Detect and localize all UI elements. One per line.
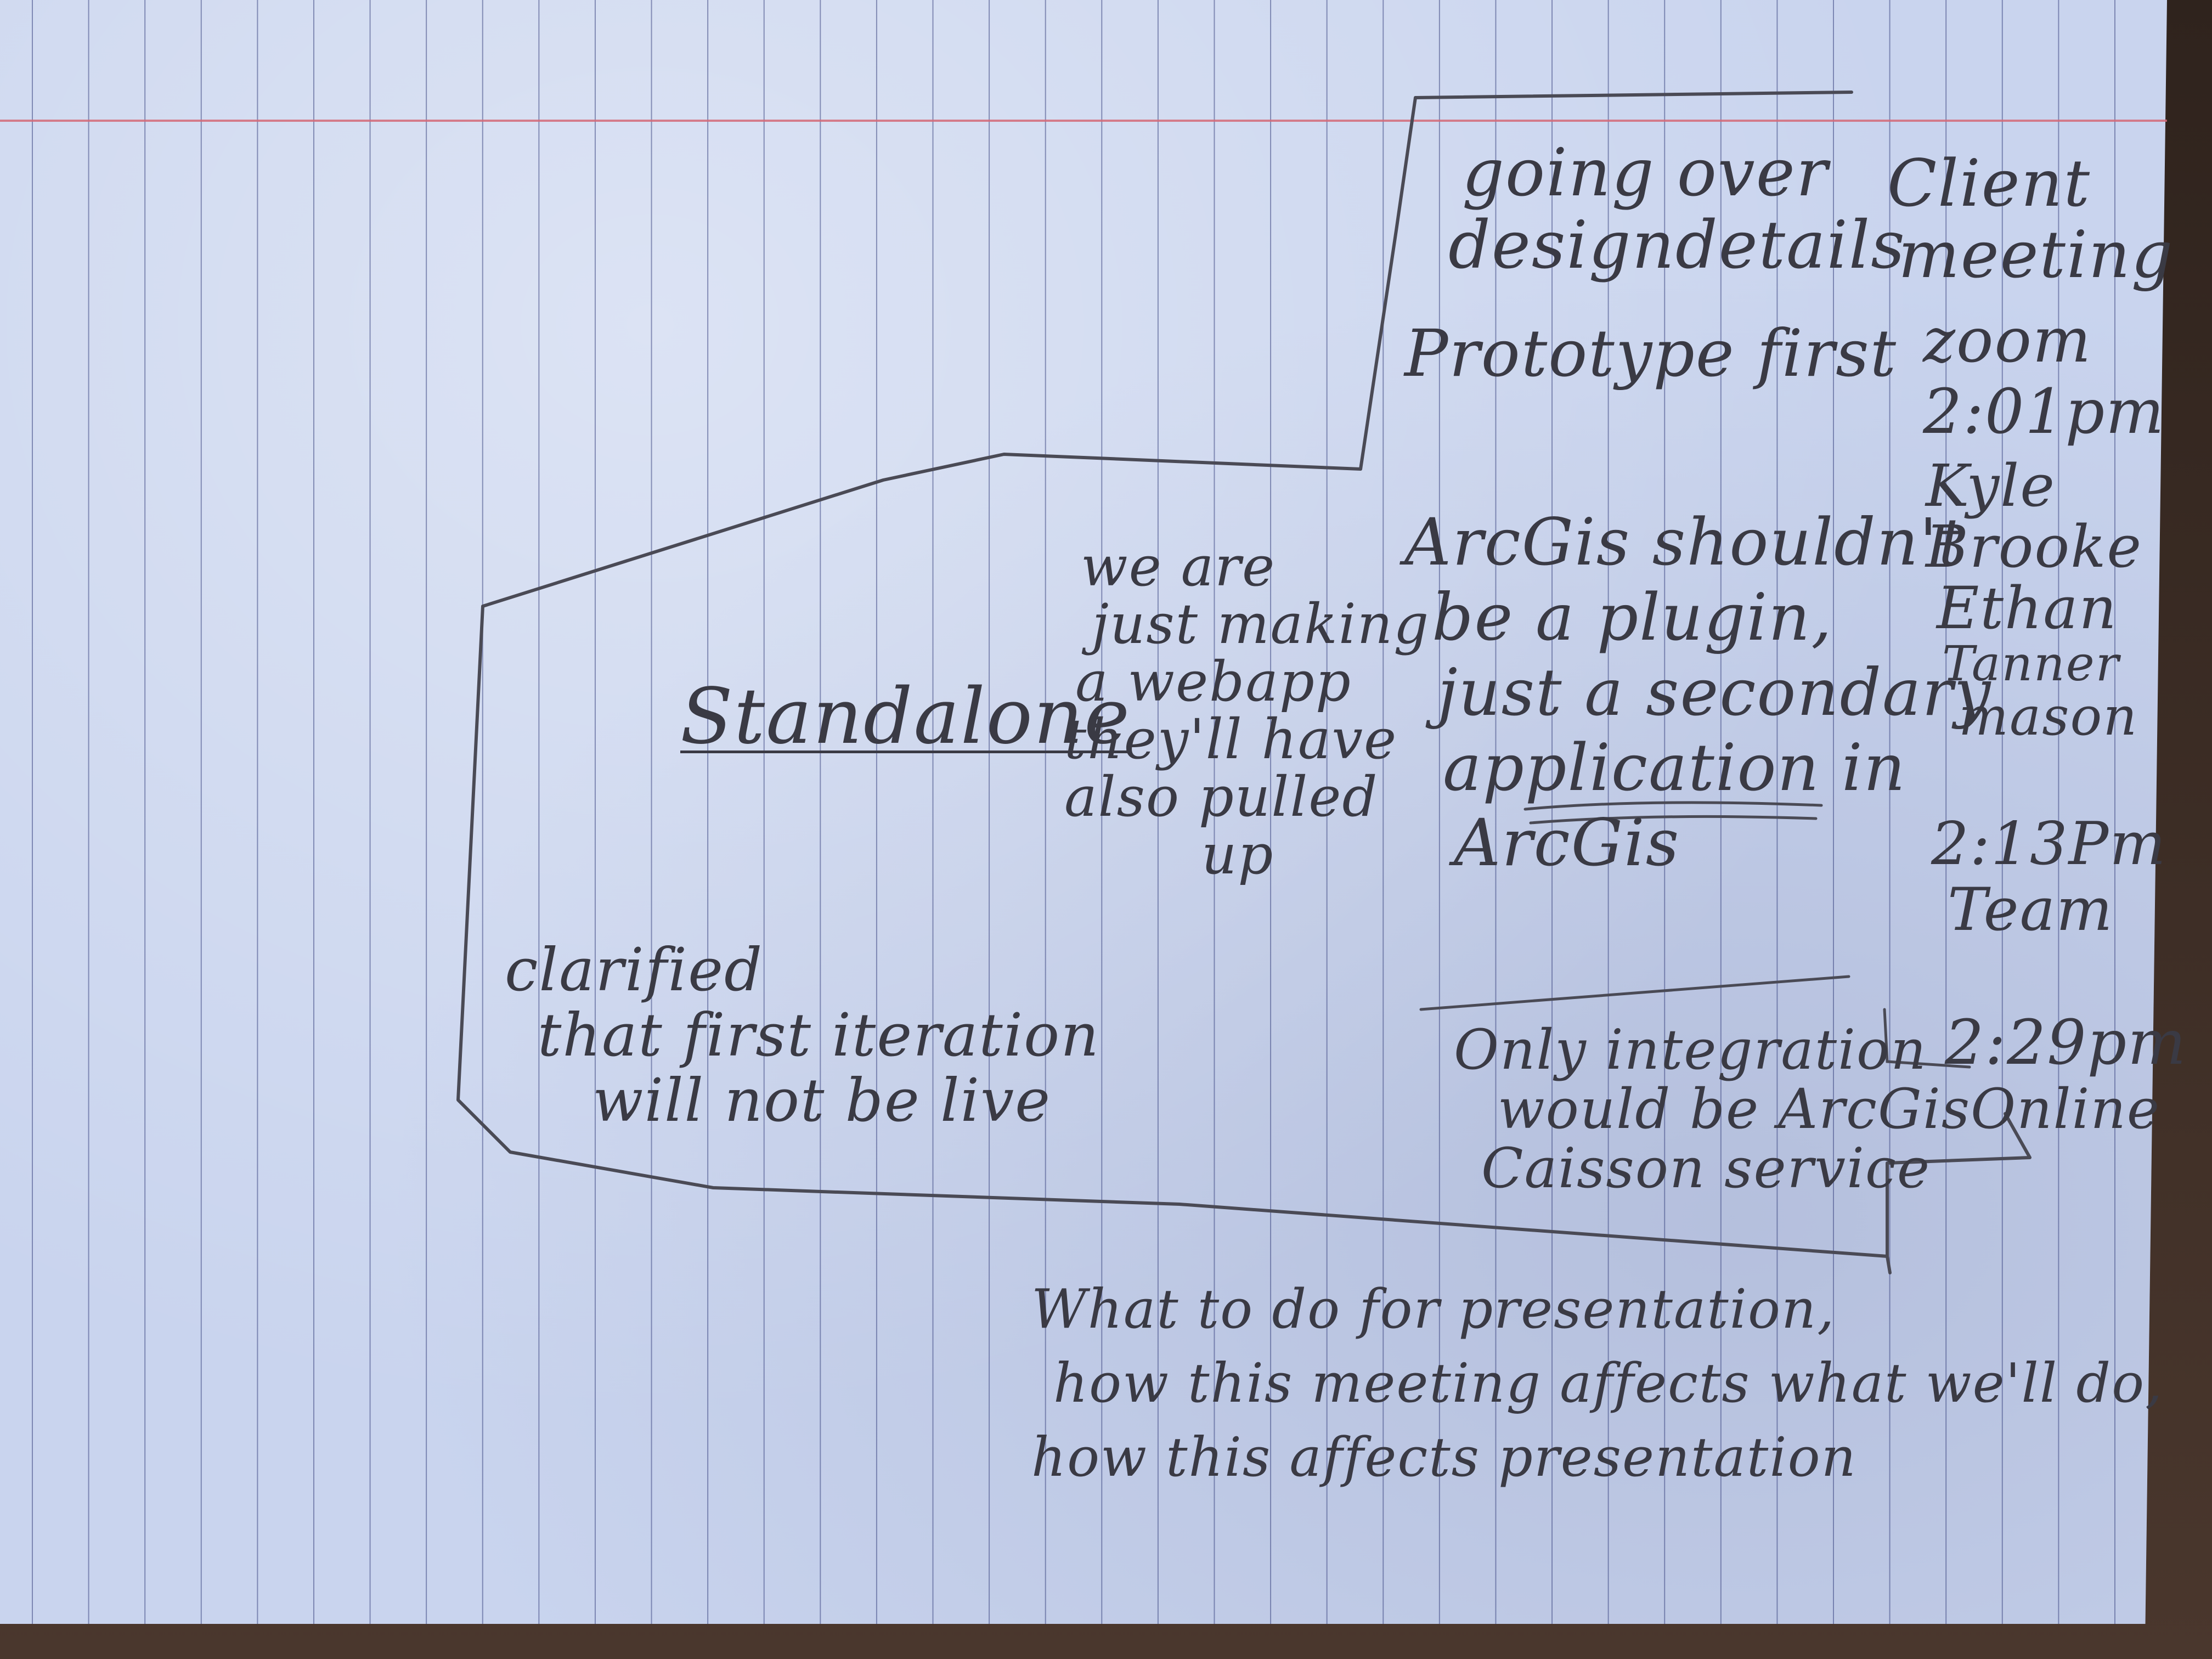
note-line: just a secondary — [1437, 654, 1992, 730]
paper-margin-line — [0, 120, 2167, 122]
note-line: application in — [1443, 729, 1906, 805]
note-line: just making — [1092, 592, 1430, 656]
note-client-platform: zoom — [1923, 305, 2092, 376]
note-line: will not be live — [592, 1066, 1052, 1135]
note-client-start-time: 2:01pm — [1923, 376, 2165, 448]
note-line: ArcGis — [1454, 804, 1680, 881]
attendee-name: Kyle — [1926, 452, 2056, 520]
note-line: they'll have — [1064, 707, 1398, 771]
note-webapp: we are just making a webapp they'll have… — [1064, 538, 1430, 883]
note-client-end-time: 2:29pm — [1945, 1007, 2187, 1079]
attendee-name: Tanner — [1942, 635, 2120, 692]
note-prototype-first: Prototype first — [1404, 315, 1898, 391]
note-line: What to do for presentation, — [1031, 1278, 1836, 1341]
note-presentation: What to do for presentation, how this me… — [1031, 1273, 2163, 1496]
enclosing-boundary-line — [456, 96, 1892, 1274]
note-line: going over — [1462, 135, 1829, 211]
note-design-details: going over designdetails — [1448, 137, 1906, 282]
note-arcgis: ArcGis shouldn't be a plugin, just a sec… — [1404, 505, 1991, 880]
note-line: Only integration — [1454, 1018, 1927, 1082]
note-line: also pulled — [1064, 765, 1379, 829]
enclosing-boundary-line — [1414, 91, 1853, 99]
note-line: how this meeting affects what we'll do, — [1053, 1352, 2164, 1415]
divider-line — [1419, 975, 1850, 1011]
client-column-bracket — [1883, 1008, 1971, 1069]
attendee-name: Brooke — [1926, 513, 2143, 581]
note-client-team-time: 2:13Pm — [1931, 810, 2167, 878]
note-line: ArcGis shouldn't — [1404, 504, 1966, 580]
note-standalone: Standalone — [680, 672, 1131, 761]
note-line: Client — [1887, 145, 2091, 221]
note-clarified: clarified that first iteration will not … — [505, 938, 1100, 1133]
note-client-attendees: Kyle Brooke Ethan Tanner mason — [1926, 455, 2142, 744]
note-line: clarified — [505, 936, 764, 1005]
note-line: how this affects presentation — [1031, 1426, 1857, 1489]
note-line: be a plugin, — [1432, 579, 1833, 655]
note-client-title: Client meeting — [1887, 148, 2174, 291]
note-integration: Only integration would be ArcGisOnline C… — [1454, 1020, 2160, 1198]
attendee-name: Ethan — [1937, 574, 2118, 642]
note-line: we are — [1081, 534, 1276, 599]
lined-paper — [0, 0, 2167, 1624]
note-line: would be ArcGisOnline — [1498, 1077, 2161, 1141]
note-client-team-label: Team — [1948, 876, 2114, 944]
enclosing-boundary-line — [1886, 1112, 2032, 1258]
note-line: Caisson service — [1481, 1136, 1931, 1200]
attendee-name: mason — [1959, 686, 2138, 748]
note-line: designdetails — [1448, 207, 1906, 284]
note-line: up — [1201, 822, 1274, 887]
note-line: that first iteration — [538, 1001, 1100, 1070]
note-line: meeting — [1898, 216, 2174, 292]
note-line: a webapp — [1075, 650, 1352, 714]
secondary-double-underline — [1523, 801, 1823, 825]
